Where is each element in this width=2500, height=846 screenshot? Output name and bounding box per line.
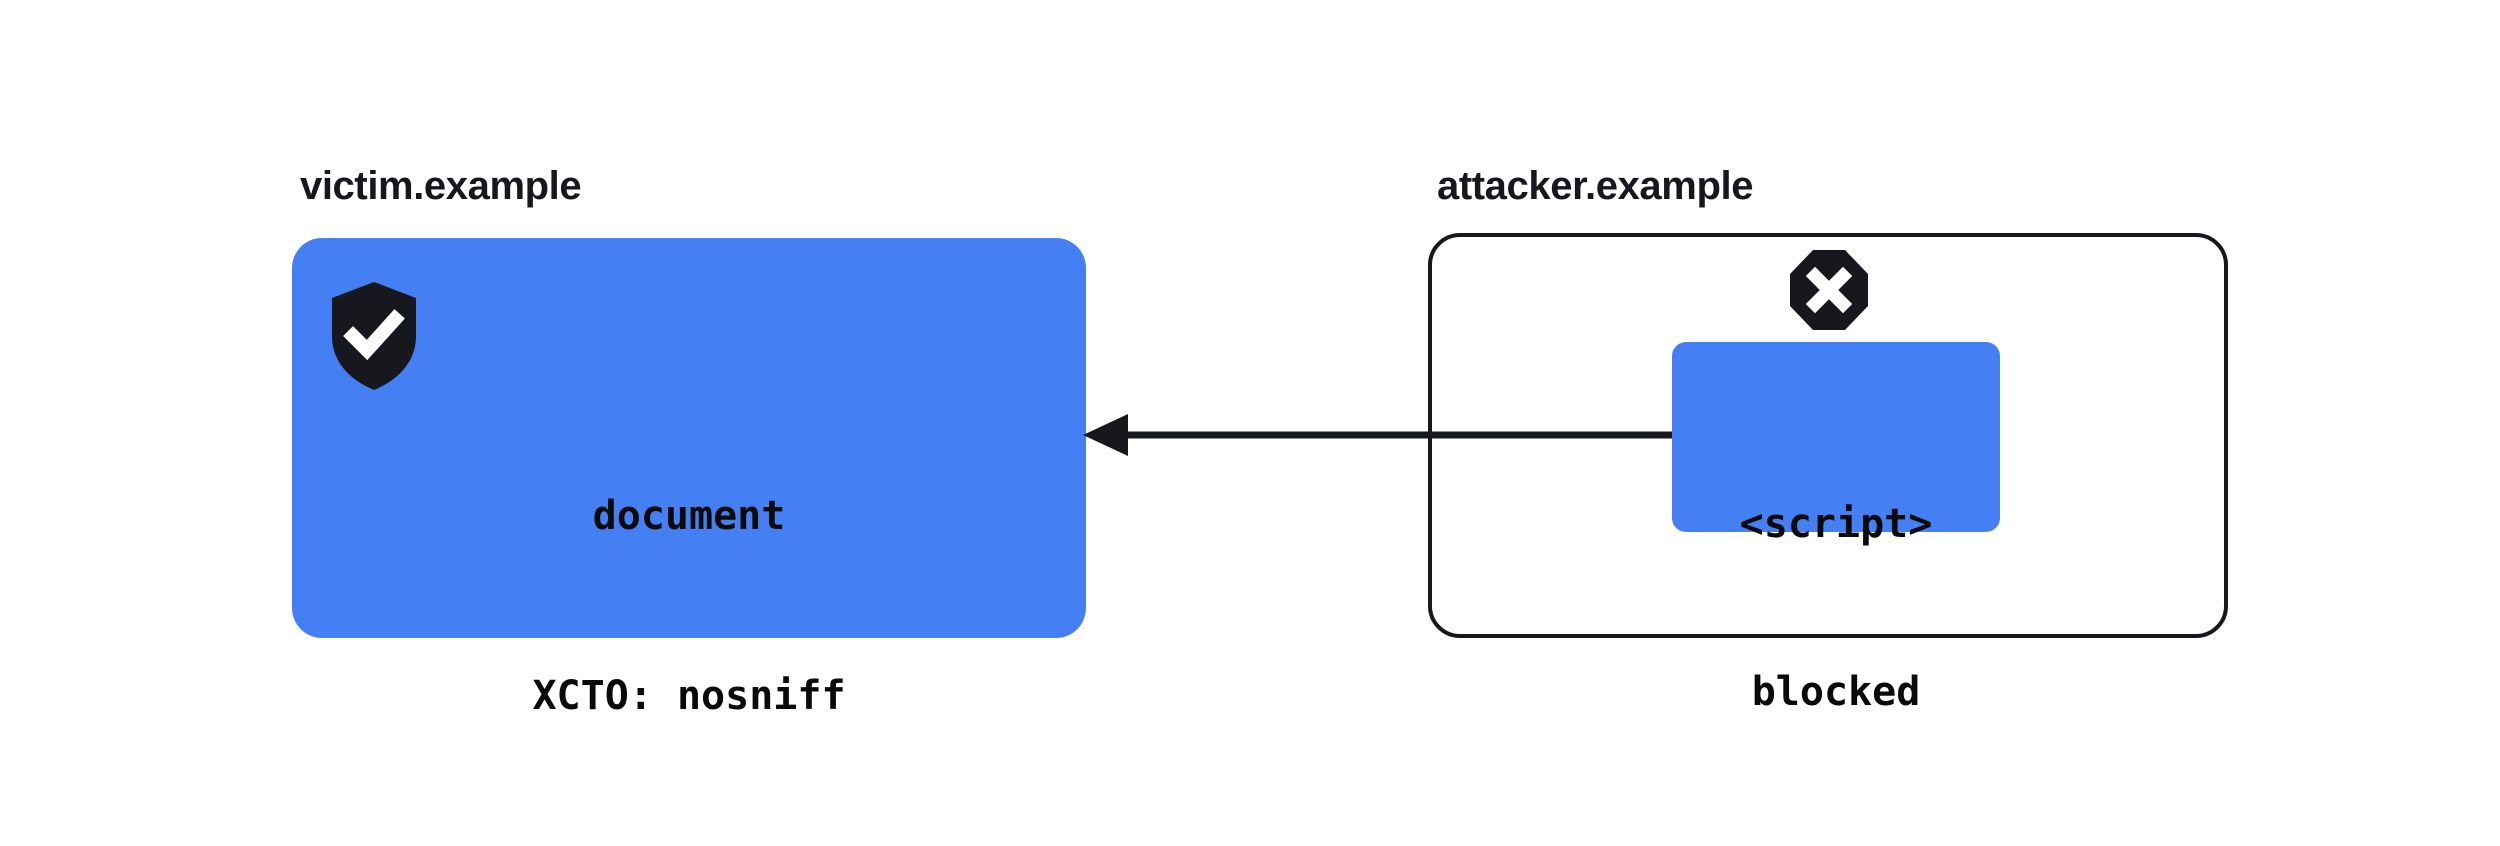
blocked-request-arrow [1070,405,1690,467]
victim-text-line-1: document [592,493,786,539]
victim-text-line-2: XCTO: nosniff [532,673,846,719]
script-text-line-1: <script> [1739,501,1933,547]
blocked-script-box: <script> blocked [1672,342,2000,715]
victim-document-box: document XCTO: nosniff [292,238,1086,719]
attacker-origin-box: <script> blocked [1428,233,2228,715]
shield-check-icon [332,282,416,390]
attacker-origin-label: attacker.example [1437,164,1754,208]
blocked-script-text: <script> blocked [1672,384,2000,832]
script-text-line-2: blocked [1751,669,1921,715]
victim-origin-label: victim.example [300,164,582,208]
diagram-canvas: victim.example attacker.example document… [292,164,2228,719]
victim-document-text: document XCTO: nosniff [292,366,1086,846]
octagon-x-icon [1790,250,1868,330]
